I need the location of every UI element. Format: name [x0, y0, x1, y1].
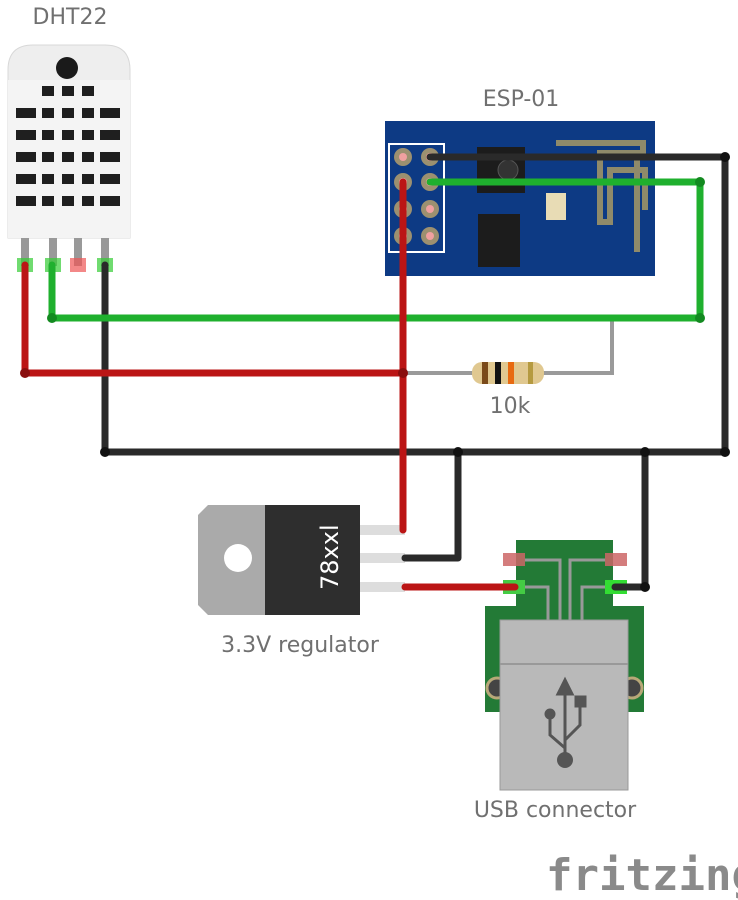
dht22-vent-slot: [62, 152, 74, 162]
esp01-pin-hole: [399, 153, 407, 161]
regulator-chip-text: 78xxl: [316, 524, 344, 590]
dht22-vent-slot: [100, 174, 120, 184]
dht22-vent-slot: [62, 174, 74, 184]
usb-connector[interactable]: [485, 540, 644, 791]
dht22-vent-slot: [42, 130, 54, 140]
dht22-vent-slot: [62, 196, 74, 206]
dht22-vent-slot: [100, 152, 120, 162]
dht22-vent-slot: [62, 86, 74, 96]
usb-label: USB connector: [474, 798, 637, 823]
dht22-vent-slot: [16, 196, 36, 206]
resistor-label: 10k: [490, 394, 531, 419]
esp01-pin-hole: [426, 232, 434, 240]
dht22-vent-slot: [82, 152, 94, 162]
dht22-vent-slot: [82, 130, 94, 140]
dht22-vent-slot: [100, 130, 120, 140]
dht22-sensor[interactable]: [7, 44, 131, 272]
dht22-vent-slot: [100, 108, 120, 118]
dht22-vent-slot: [82, 196, 94, 206]
dht22-vent-slot: [16, 130, 36, 140]
dht22-vent-slot: [62, 130, 74, 140]
esp01-label: ESP-01: [483, 87, 560, 112]
resistor-10k[interactable]: [403, 318, 614, 384]
dht22-vent-slot: [100, 196, 120, 206]
dht22-vent-slot: [82, 108, 94, 118]
dht22-vent-slot: [82, 86, 94, 96]
dht22-vent-slot: [62, 108, 74, 118]
wires: [20, 152, 730, 592]
dht22-vent-slot: [42, 152, 54, 162]
dht22-vent-slot: [82, 174, 94, 184]
regulator-label: 3.3V regulator: [221, 633, 380, 658]
dht22-vent-slot: [42, 174, 54, 184]
dht22-vent-slot: [16, 152, 36, 162]
dht22-vent-slot: [42, 108, 54, 118]
voltage-regulator[interactable]: 78xxl: [198, 505, 405, 615]
dht22-vent-slot: [16, 174, 36, 184]
dht22-vent-slot: [42, 196, 54, 206]
usb-icon: [544, 676, 587, 768]
dht22-vent-slot: [16, 108, 36, 118]
dht22-label: DHT22: [33, 5, 108, 30]
esp01-pin-hole: [426, 205, 434, 213]
esp01-module[interactable]: [385, 121, 655, 276]
dht22-vent-slot: [42, 86, 54, 96]
fritzing-logo: fritzing: [546, 850, 738, 900]
